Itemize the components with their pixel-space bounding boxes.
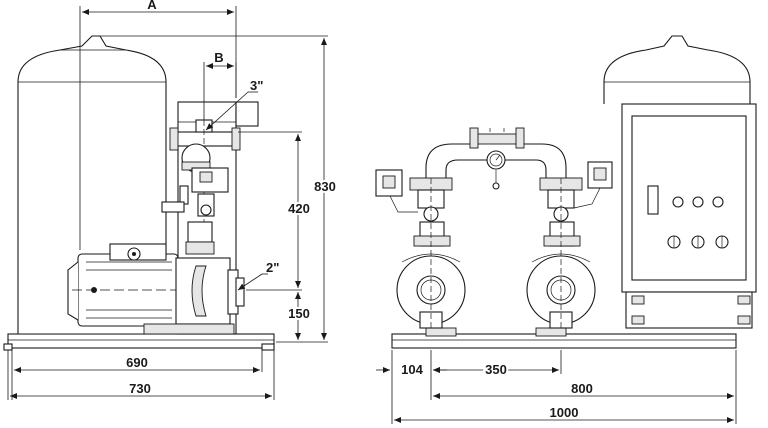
pump-unit-right (526, 161, 613, 330)
label-690: 690 (126, 355, 148, 370)
label-a: A (147, 0, 157, 12)
centrifugal-pump-side (143, 257, 245, 335)
label-b: B (214, 50, 223, 65)
indicator-light-3 (712, 196, 724, 208)
cabinet-handle[interactable] (647, 185, 659, 215)
base-frame-side (3, 333, 275, 351)
dimension-b: B (203, 50, 237, 120)
label-420: 420 (288, 201, 310, 216)
pump-unit-left (375, 169, 466, 330)
label-pipe-2in: 2" (266, 260, 279, 275)
electric-motor-side (67, 243, 188, 327)
leader-2in: 2" (237, 260, 279, 291)
leader-3in: 3" (205, 78, 263, 131)
label-1000: 1000 (550, 405, 579, 420)
pressure-vessel-front (603, 35, 751, 104)
front-view: 104 350 800 1000 (375, 35, 757, 424)
base-frame-front (391, 327, 737, 349)
manifold-front (425, 127, 567, 190)
label-150: 150 (288, 306, 310, 321)
valve-group-side (161, 143, 229, 255)
control-cabinet[interactable] (621, 103, 757, 329)
label-350: 350 (485, 362, 507, 377)
dimension-vertical-420-150: 420 150 (238, 131, 312, 343)
label-800: 800 (571, 381, 593, 396)
dimension-horizontal-front: 104 350 800 1000 (376, 350, 737, 424)
label-104: 104 (401, 362, 423, 377)
label-pipe-3in: 3" (250, 78, 263, 93)
indicator-light-2 (692, 196, 704, 208)
pressure-switch-left (375, 169, 403, 197)
label-830: 830 (314, 179, 336, 194)
dimension-vertical-830: 830 (100, 35, 338, 343)
indicator-light-1 (672, 196, 684, 208)
label-730: 730 (129, 381, 151, 396)
side-view: A B 3" 2" 420 150 (3, 0, 338, 400)
dimension-horizontal-side: 690 730 (7, 350, 275, 400)
